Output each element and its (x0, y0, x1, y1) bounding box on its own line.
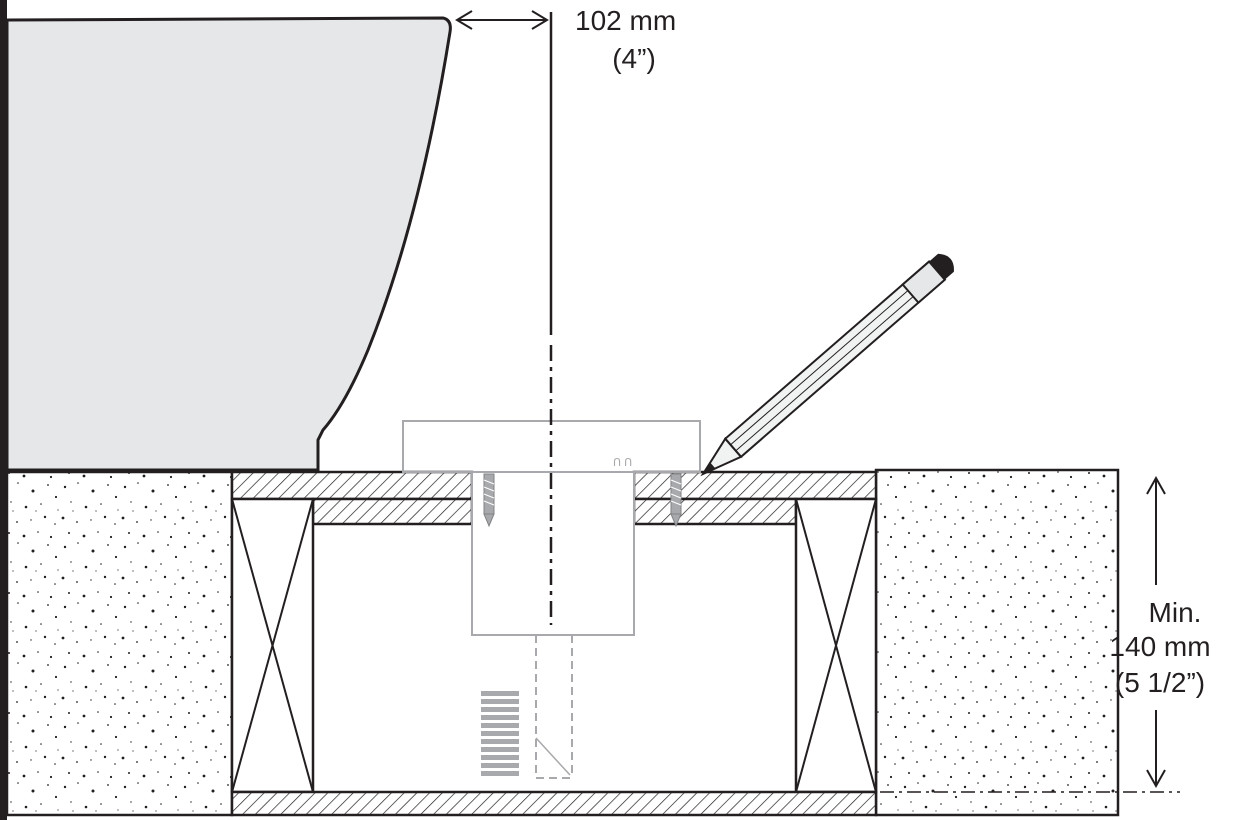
ceiling-board (230, 790, 878, 817)
left-edge-bar (0, 0, 7, 820)
pipe-coupling-icon (481, 691, 519, 776)
dimension-arrow-icon (1146, 475, 1166, 789)
screw-icon (483, 473, 495, 528)
drain-pipe (535, 635, 573, 779)
depth-imperial-label: (5 1/2”) (1115, 667, 1205, 698)
pencil-icon (700, 253, 954, 477)
screw-icon (670, 473, 682, 528)
toilet-bowl (5, 16, 452, 472)
svg-text:ᑎ ᑎ: ᑎ ᑎ (613, 457, 632, 469)
offset-metric-label: 102 mm (575, 5, 676, 36)
floor-layer-right (632, 497, 798, 526)
joist-right (794, 497, 878, 794)
subfloor-left (230, 470, 474, 501)
joist-left (230, 497, 315, 794)
floor-layer-left (311, 497, 474, 526)
subfloor-right (632, 470, 878, 501)
dimension-arrow-icon (455, 10, 549, 30)
offset-imperial-label: (4”) (612, 43, 656, 74)
depth-prefix-label: Min. (1149, 597, 1202, 628)
depth-metric-label: 140 mm (1109, 631, 1210, 662)
concrete-right (874, 468, 1120, 817)
concrete-left (5, 470, 234, 817)
